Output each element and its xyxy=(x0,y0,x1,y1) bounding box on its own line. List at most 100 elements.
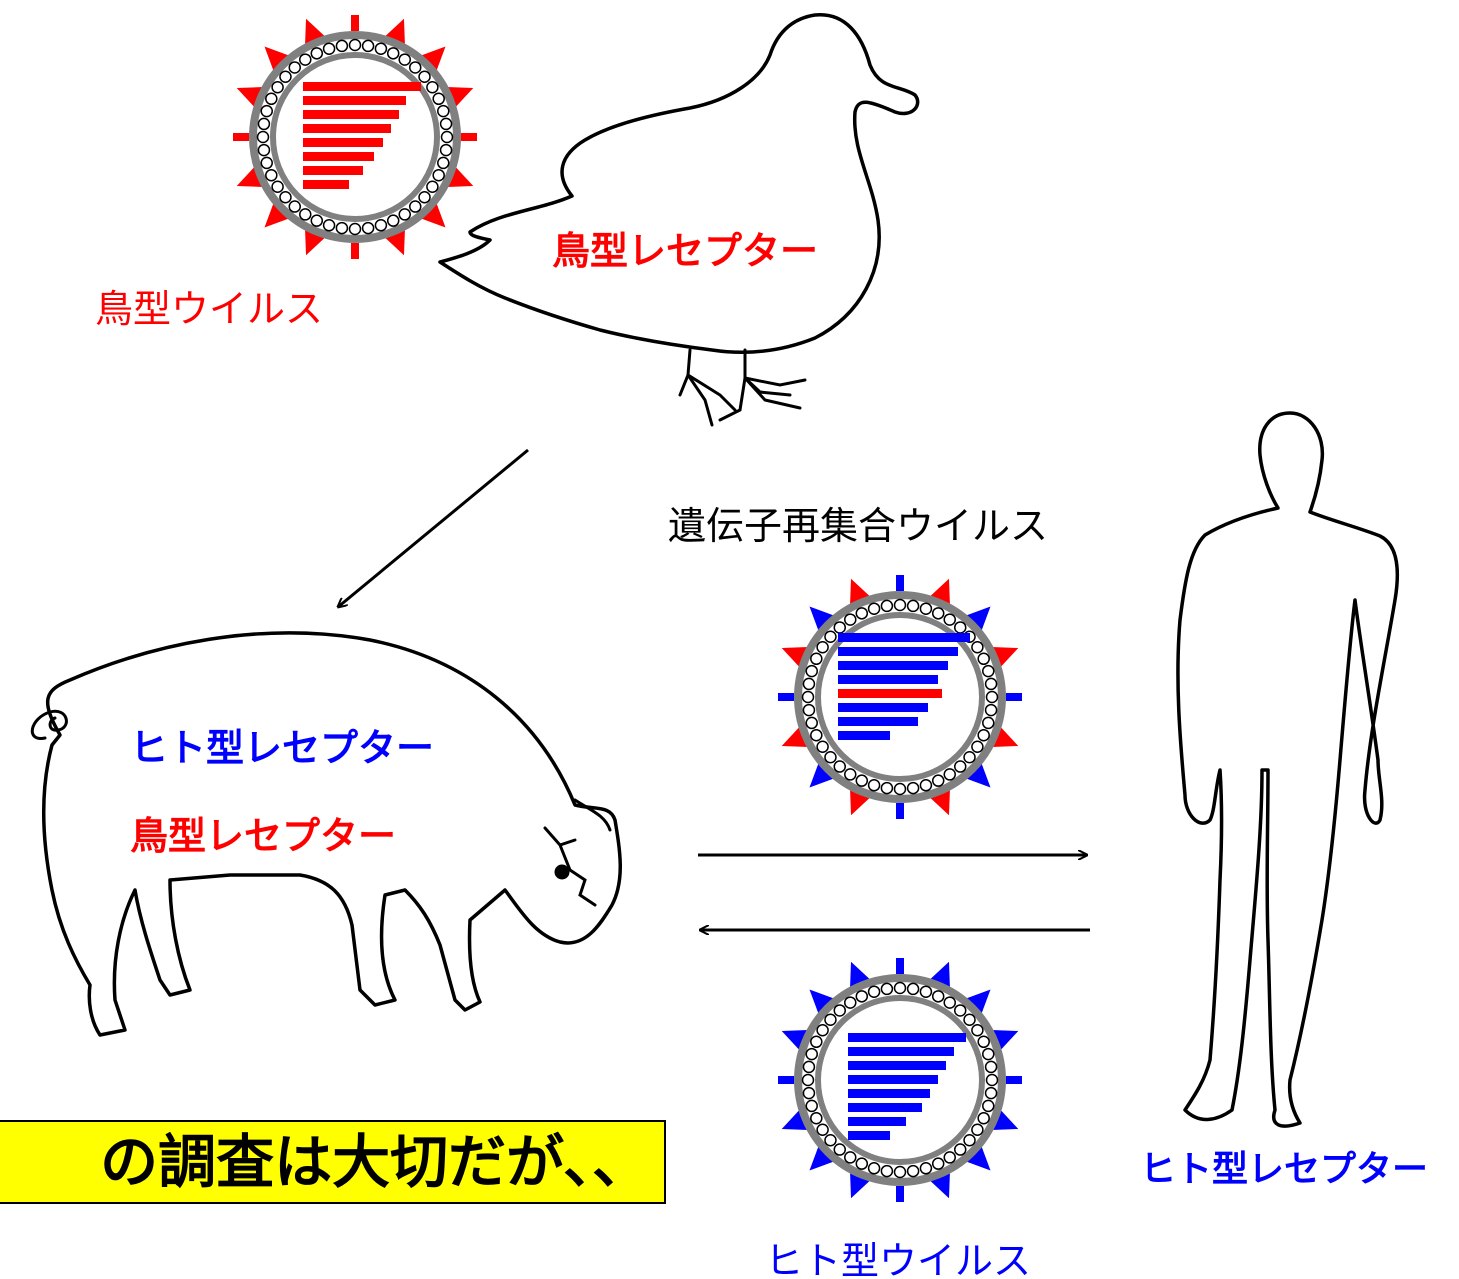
gene-segment-human xyxy=(838,717,918,726)
lipid-bead xyxy=(880,781,894,795)
gene-segment-human xyxy=(848,1117,906,1126)
lipid-bead xyxy=(271,180,284,193)
hemagglutinin-spike xyxy=(809,1145,835,1171)
lipid-bead xyxy=(844,768,857,781)
lipid-bead xyxy=(880,1164,894,1178)
lipid-bead xyxy=(984,677,998,691)
duck-feet xyxy=(678,348,807,427)
lipid-bead xyxy=(802,677,816,691)
hemagglutinin-spike xyxy=(809,989,835,1015)
lipid-bead xyxy=(288,200,302,213)
lipid-bead xyxy=(437,156,450,170)
lipid-bead xyxy=(963,1133,976,1147)
lipid-bead xyxy=(408,61,422,74)
lipid-bead xyxy=(374,219,388,232)
lipid-bead xyxy=(982,1047,995,1061)
lipid-bead xyxy=(257,143,271,157)
gene-segment-human xyxy=(848,1047,954,1056)
duck-silhouette-icon xyxy=(438,13,920,354)
lipid-bead xyxy=(260,156,273,170)
lipid-bead xyxy=(971,1024,984,1037)
pig-avian-receptor-label: 鳥型レセプター xyxy=(130,814,397,858)
callout-banner: の調査は大切だが、、 xyxy=(0,1120,666,1204)
pig-human-receptor-label: ヒト型レセプター xyxy=(130,726,435,770)
lipid-bead xyxy=(439,143,453,157)
lipid-bead xyxy=(855,1157,869,1170)
human-virus-label: ヒト型ウイルス xyxy=(765,1239,1032,1279)
lipid-bead xyxy=(322,219,336,232)
lipid-bead xyxy=(432,168,445,182)
lipid-bead xyxy=(322,42,336,55)
lipid-bead xyxy=(844,1151,857,1164)
lipid-bead xyxy=(335,221,349,235)
gene-segment-human xyxy=(838,633,970,642)
lipid-bead xyxy=(963,750,976,764)
lipid-bead xyxy=(953,1004,967,1017)
lipid-bead xyxy=(802,1060,816,1074)
lipid-bead xyxy=(310,47,324,60)
lipid-bead xyxy=(824,630,837,644)
lipid-bead xyxy=(374,42,388,55)
lipid-bead xyxy=(299,208,312,221)
lipid-bead xyxy=(855,607,869,620)
gene-segment-human xyxy=(848,1033,966,1042)
hemagglutinin-spike xyxy=(420,46,446,72)
lipid-bead xyxy=(943,996,956,1009)
lipid-bead xyxy=(977,1111,990,1125)
hemagglutinin-spike xyxy=(965,1145,991,1171)
lipid-bead xyxy=(299,53,312,66)
lipid-bead xyxy=(833,1004,847,1017)
lipid-bead xyxy=(919,602,933,615)
lipid-bead xyxy=(801,1073,815,1087)
human-receptor-label: ヒト型レセプター xyxy=(1140,1149,1429,1190)
lipid-bead xyxy=(919,779,933,792)
lipid-bead xyxy=(816,740,829,753)
lipid-bead xyxy=(906,982,920,996)
lipid-bead xyxy=(805,716,818,730)
lipid-bead xyxy=(408,200,422,213)
lipid-bead xyxy=(361,39,375,53)
lipid-bead xyxy=(984,1086,998,1100)
lipid-bead xyxy=(279,70,292,84)
lipid-bead xyxy=(971,641,984,654)
lipid-bead xyxy=(265,168,278,182)
lipid-bead xyxy=(271,81,284,94)
lipid-bead xyxy=(802,703,816,717)
lipid-bead xyxy=(844,613,857,626)
arrow-duck-to-pig xyxy=(338,448,529,607)
lipid-bead xyxy=(906,599,920,613)
callout-text: の調査は大切だが、、 xyxy=(100,1128,650,1196)
gene-segment-human xyxy=(838,675,938,684)
lipid-bead xyxy=(279,190,292,204)
avian-virus-icon xyxy=(233,15,477,259)
lipid-bead xyxy=(855,774,869,787)
hemagglutinin-spike xyxy=(264,46,290,72)
lipid-bead xyxy=(844,996,857,1009)
lipid-bead xyxy=(361,221,375,235)
hemagglutinin-spike xyxy=(809,606,835,632)
human-silhouette-icon xyxy=(1176,411,1400,1128)
lipid-bead xyxy=(257,117,271,131)
lipid-bead xyxy=(919,1162,933,1175)
gene-segment-avian xyxy=(303,96,406,105)
gene-segment-human xyxy=(838,647,958,656)
lipid-bead xyxy=(439,117,453,131)
gene-segment-human xyxy=(838,731,890,740)
lipid-bead xyxy=(984,1060,998,1074)
lipid-bead xyxy=(971,1123,984,1136)
lipid-bead xyxy=(833,1143,847,1156)
lipid-bead xyxy=(953,1143,967,1156)
lipid-bead xyxy=(432,92,445,106)
hemagglutinin-spike xyxy=(809,762,835,788)
hemagglutinin-spike xyxy=(264,202,290,228)
hemagglutinin-spike xyxy=(420,202,446,228)
lipid-bead xyxy=(953,760,967,773)
lipid-bead xyxy=(931,990,945,1003)
lipid-bead xyxy=(418,190,431,204)
lipid-bead xyxy=(982,716,995,730)
hemagglutinin-spike xyxy=(965,989,991,1015)
gene-segment-human xyxy=(838,703,928,712)
gene-segment-avian xyxy=(303,124,391,133)
